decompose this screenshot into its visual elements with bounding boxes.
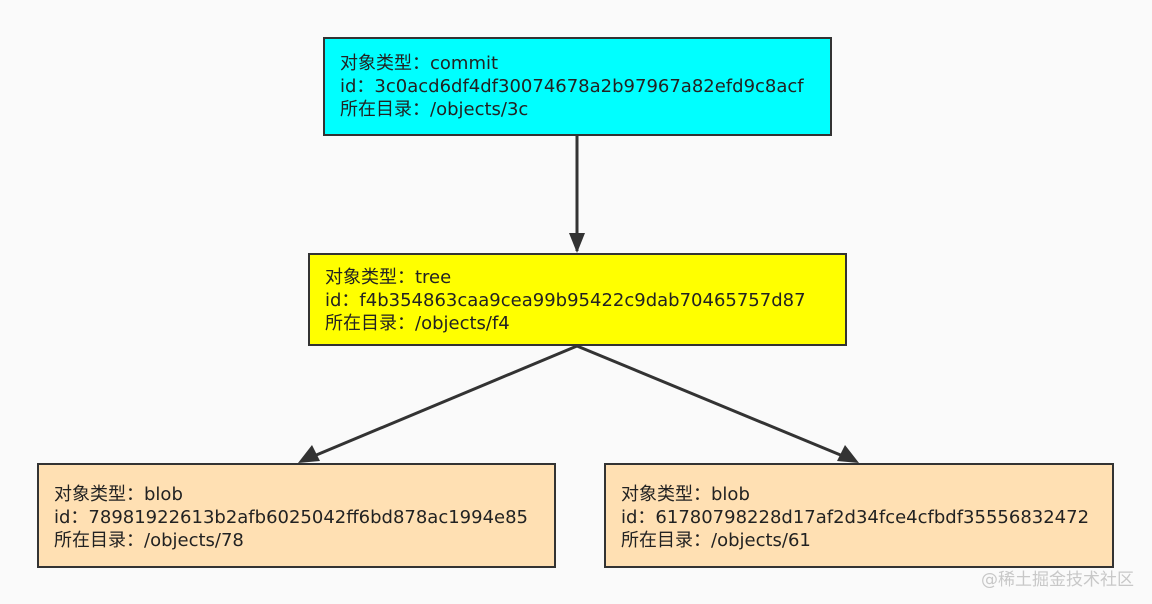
arrowhead-tree-to-blob-61 <box>837 445 859 463</box>
commit-dir-label: 所在目录：/objects/3c <box>340 99 529 120</box>
blob-61-dir-label: 所在目录：/objects/61 <box>621 530 811 551</box>
commit-type-label: 对象类型：commit <box>340 53 499 74</box>
blob-78-dir-label: 所在目录：/objects/78 <box>54 530 244 551</box>
tree-id-label: id：f4b354863caa9cea99b95422c9dab70465757… <box>325 290 806 311</box>
edge-tree-to-blob-61 <box>576 344 856 463</box>
watermark-text: @稀土掘金技术社区 <box>981 570 1134 590</box>
edge-tree-to-blob-78 <box>301 344 578 463</box>
arrowhead-commit-to-tree <box>569 233 585 253</box>
commit-id-label: id：3c0acd6df4df30074678a2b97967a82efd9c8… <box>340 76 804 97</box>
blob-61-type-label: 对象类型：blob <box>621 484 750 505</box>
tree-object-node[interactable]: 对象类型：tree id：f4b354863caa9cea99b95422c9d… <box>308 253 847 346</box>
arrowhead-tree-to-blob-78 <box>298 445 320 463</box>
tree-dir-label: 所在目录：/objects/f4 <box>325 313 510 334</box>
blob-object-node-78[interactable]: 对象类型：blob id：78981922613b2afb6025042ff6b… <box>37 463 556 568</box>
tree-type-label: 对象类型：tree <box>325 267 452 288</box>
blob-78-type-label: 对象类型：blob <box>54 484 183 505</box>
blob-object-node-61[interactable]: 对象类型：blob id：61780798228d17af2d34fce4cfb… <box>604 463 1114 568</box>
blob-61-id-label: id：61780798228d17af2d34fce4cfbdf35556832… <box>621 507 1090 528</box>
commit-object-node[interactable]: 对象类型：commit id：3c0acd6df4df30074678a2b97… <box>323 37 832 136</box>
blob-78-id-label: id：78981922613b2afb6025042ff6bd878ac1994… <box>54 507 529 528</box>
